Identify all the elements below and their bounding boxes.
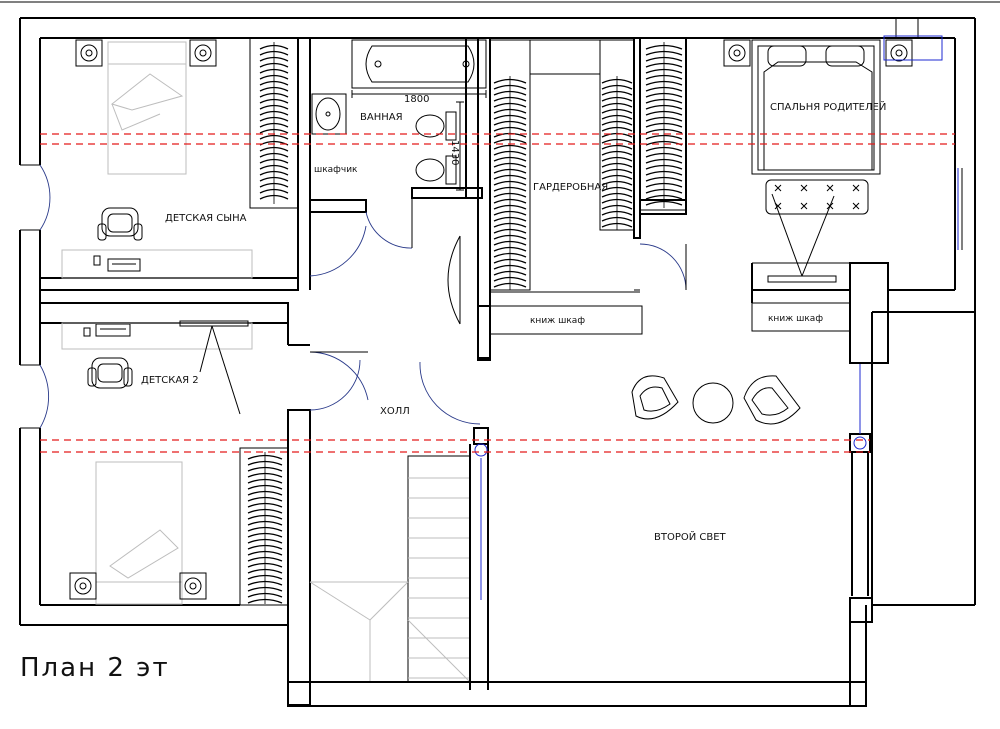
computer-icon-2 (83, 323, 131, 337)
label-kids-son: ДЕТСКАЯ СЫНА (165, 213, 247, 224)
room-kids-2 (20, 302, 311, 706)
wardrobe-hangers-3 (493, 42, 683, 290)
dim-bath-length: 1800 (404, 94, 429, 105)
label-bath: ВАННАЯ (360, 112, 403, 123)
door-arc (39, 164, 51, 231)
dim-bath-width: 1430 (449, 140, 460, 165)
label-bookcase-2: книж шкаф (768, 314, 823, 324)
room-wardrobe (447, 37, 687, 359)
label-bookcase-1: книж шкаф (530, 316, 585, 326)
bookcases (477, 289, 851, 361)
desk-chair-icon-2 (87, 357, 133, 389)
room-kids-son (20, 37, 311, 291)
wardrobe-hangers (259, 42, 289, 204)
desk-chair-icon (97, 207, 143, 241)
door-arc-2 (39, 364, 49, 429)
round-table-icon (692, 382, 734, 424)
label-cabinet: шкафчик (314, 165, 358, 175)
hall-and-stairs (287, 225, 873, 707)
label-hall: ХОЛЛ (380, 406, 410, 417)
sink-icon (311, 93, 347, 135)
section-lines (40, 133, 955, 453)
toilet-icon (415, 111, 457, 185)
double-bed-icon (751, 39, 881, 175)
label-wardrobe: ГАРДЕРОБНАЯ (533, 182, 608, 193)
label-parents-bedroom: СПАЛЬНЯ РОДИТЕЛЕЙ (770, 100, 886, 113)
plan-caption: План 2 эт (20, 653, 170, 683)
armchair-icon-2 (743, 375, 801, 425)
wardrobe-hangers-2 (247, 452, 283, 604)
bathtub-icon (351, 39, 487, 89)
outer-walls (19, 17, 976, 626)
label-second-light: ВТОРОЙ СВЕТ (654, 530, 727, 543)
armchair-icon (631, 375, 679, 420)
room-parents-bedroom (685, 17, 963, 364)
label-kids-2: ДЕТСКАЯ 2 (141, 375, 199, 386)
computer-icon (93, 255, 141, 272)
